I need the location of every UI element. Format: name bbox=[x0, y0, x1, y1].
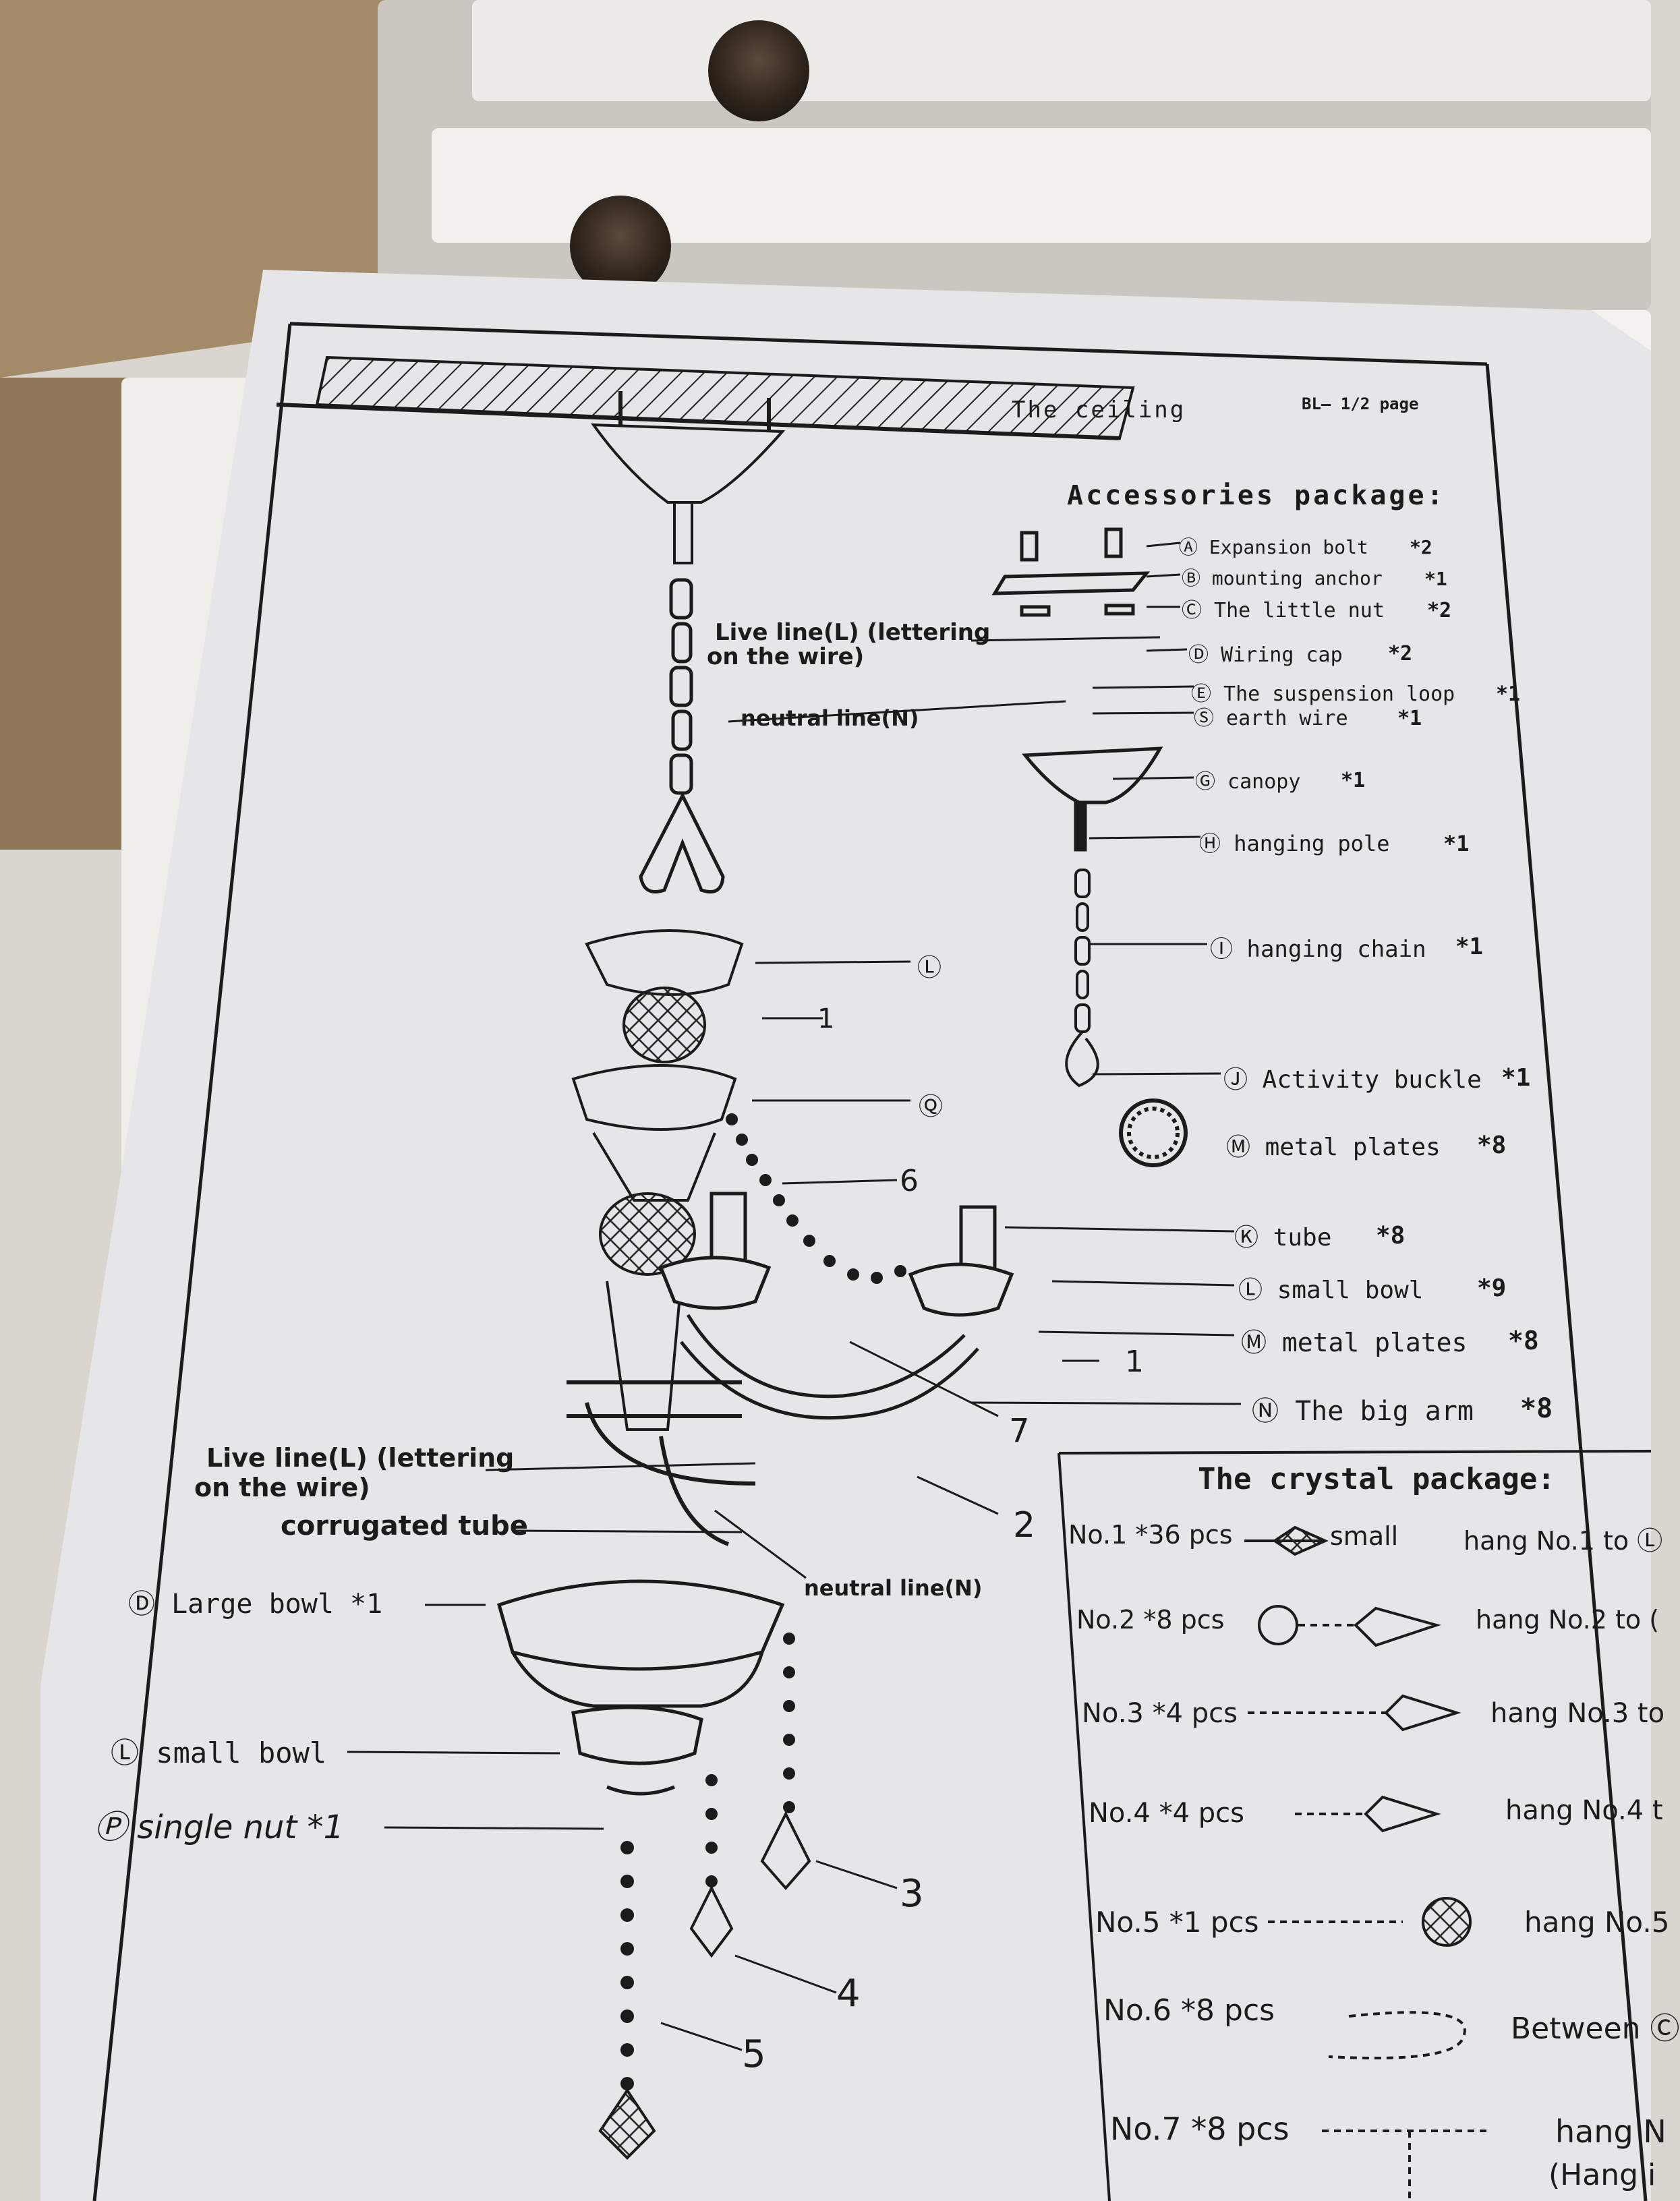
leader-lines bbox=[347, 541, 1242, 2051]
small-bowl-label: Ⓛ small bowl bbox=[111, 1736, 327, 1769]
crystal-tail: (Hang i bbox=[1548, 2158, 1656, 2192]
crystal-desc: hang No.3 to bbox=[1490, 1698, 1665, 1729]
callout-q: Ⓠ bbox=[919, 1093, 944, 1121]
large-bowl-label: Ⓓ Large bowl *1 bbox=[128, 1589, 383, 1620]
acc-item: Ⓑ mounting anchor bbox=[1182, 567, 1383, 589]
callout-5: 5 bbox=[742, 2032, 766, 2076]
corrugated-tube-label: corrugated tube bbox=[281, 1510, 528, 1542]
single-nut-label: Ⓟ single nut *1 bbox=[94, 1809, 345, 1846]
accessories-title: Accessories package: bbox=[1067, 480, 1446, 511]
metal-plate-ring bbox=[1119, 1098, 1188, 1167]
acc-qty: *1 bbox=[1501, 1064, 1531, 1092]
crystal-title: The crystal package: bbox=[1198, 1462, 1555, 1496]
callout-4: 4 bbox=[836, 1972, 861, 2016]
crystal-desc: hang No.4 t bbox=[1505, 1795, 1663, 1826]
crystal-desc: hang No.1 to Ⓛ bbox=[1464, 1526, 1663, 1556]
page-frame bbox=[92, 322, 1648, 2201]
acc-qty: *1 bbox=[1496, 682, 1521, 706]
acc-item: Ⓙ Activity buckle bbox=[1223, 1066, 1482, 1094]
pendant-drops bbox=[598, 1811, 811, 2160]
acc-qty: *1 bbox=[1397, 707, 1422, 730]
large-bowl bbox=[496, 1579, 785, 1796]
crystal-desc: hang N bbox=[1555, 2113, 1667, 2150]
crystal-no: No.5 *1 pcs bbox=[1095, 1906, 1259, 1939]
bead-chain-6 bbox=[726, 1113, 906, 1284]
callout-1b: 1 bbox=[1125, 1345, 1144, 1379]
callout-2: 2 bbox=[1013, 1505, 1036, 1546]
acc-qty: *2 bbox=[1410, 536, 1432, 558]
crystal-desc: Between Ⓒ bbox=[1511, 2012, 1680, 2046]
acc-qty: *8 bbox=[1508, 1326, 1539, 1355]
acc-item: Ⓔ The suspension loop bbox=[1191, 682, 1455, 706]
crystal-row-icons bbox=[1244, 1525, 1490, 2201]
main-chain bbox=[639, 578, 725, 893]
acc-item: Ⓘ hanging chain bbox=[1210, 936, 1426, 963]
acc-item: Ⓜ metal plates bbox=[1241, 1328, 1468, 1357]
instruction-sheet bbox=[40, 270, 1651, 2201]
wires bbox=[567, 1380, 756, 1546]
neutral-line-label-top: neutral line(N) bbox=[741, 705, 919, 731]
callout-1: 1 bbox=[817, 1003, 835, 1034]
acc-qty: *8 bbox=[1477, 1132, 1507, 1159]
crystal-extra: small bbox=[1330, 1521, 1399, 1551]
knob-top bbox=[708, 20, 809, 121]
callout-l: Ⓛ bbox=[917, 954, 942, 982]
callout-6: 6 bbox=[900, 1164, 919, 1198]
acc-item: Ⓐ Expansion bolt bbox=[1179, 536, 1368, 558]
acc-qty: *2 bbox=[1388, 642, 1413, 666]
acc-item: Ⓓ Wiring cap bbox=[1188, 643, 1343, 667]
acc-qty: *8 bbox=[1520, 1393, 1553, 1424]
acc-qty: *9 bbox=[1477, 1274, 1507, 1302]
arms bbox=[658, 1192, 1014, 1420]
foam-block-top bbox=[472, 0, 1651, 101]
acc-qty: *1 bbox=[1443, 831, 1470, 856]
callout-3: 3 bbox=[900, 1872, 924, 1916]
acc-item: Ⓗ hanging pole bbox=[1199, 831, 1390, 856]
neutral-line-label-bottom: neutral line(N) bbox=[804, 1575, 983, 1601]
main-canopy bbox=[591, 423, 786, 564]
upper-bowl bbox=[571, 929, 744, 1431]
live-line-label-top: Live line(L) (lettering bbox=[715, 619, 991, 646]
acc-item: Ⓒ The little nut bbox=[1182, 599, 1385, 622]
acc-item: Ⓚ tube bbox=[1234, 1224, 1332, 1252]
accessory-column bbox=[991, 527, 1163, 852]
crystal-no: No.3 *4 pcs bbox=[1082, 1698, 1238, 1729]
crystal-no: No.6 *8 pcs bbox=[1103, 1993, 1275, 2028]
acc-item: Ⓢ earth wire bbox=[1194, 707, 1348, 730]
crystal-desc: hang No.2 to ( bbox=[1476, 1605, 1660, 1635]
live-line-label-bottom-2: on the wire) bbox=[194, 1473, 370, 1502]
crystal-no: No.4 *4 pcs bbox=[1089, 1798, 1244, 1829]
acc-item: Ⓜ metal plates bbox=[1226, 1134, 1441, 1161]
crystal-no: No.1 *36 pcs bbox=[1068, 1520, 1233, 1550]
pendant-chains bbox=[620, 1633, 795, 2090]
live-line-label-top-2: on the wire) bbox=[707, 643, 865, 670]
crystal-no: No.7 *8 pcs bbox=[1110, 2111, 1290, 2147]
callout-7: 7 bbox=[1009, 1412, 1030, 1450]
crystal-desc: hang No.5 bbox=[1524, 1906, 1670, 1939]
acc-item: Ⓖ canopy bbox=[1195, 770, 1301, 794]
acc-qty: *2 bbox=[1427, 599, 1452, 622]
live-line-label-bottom: Live line(L) (lettering bbox=[206, 1443, 515, 1473]
acc-item: Ⓛ small bowl bbox=[1238, 1276, 1424, 1304]
crystal-box bbox=[1058, 1450, 1652, 2201]
ceiling-label: The ceiling bbox=[1012, 397, 1186, 423]
ceiling-hatch bbox=[276, 355, 1135, 440]
acc-qty: *8 bbox=[1376, 1222, 1406, 1250]
acc-qty: *1 bbox=[1424, 568, 1447, 590]
acc-qty: *1 bbox=[1455, 933, 1483, 960]
acc-qty: *1 bbox=[1341, 769, 1366, 792]
page-label: BL— 1/2 page bbox=[1302, 394, 1419, 413]
acc-item: Ⓝ The big arm bbox=[1252, 1396, 1474, 1427]
accessory-chain bbox=[1065, 869, 1099, 1088]
crystal-no: No.2 *8 pcs bbox=[1076, 1605, 1225, 1635]
